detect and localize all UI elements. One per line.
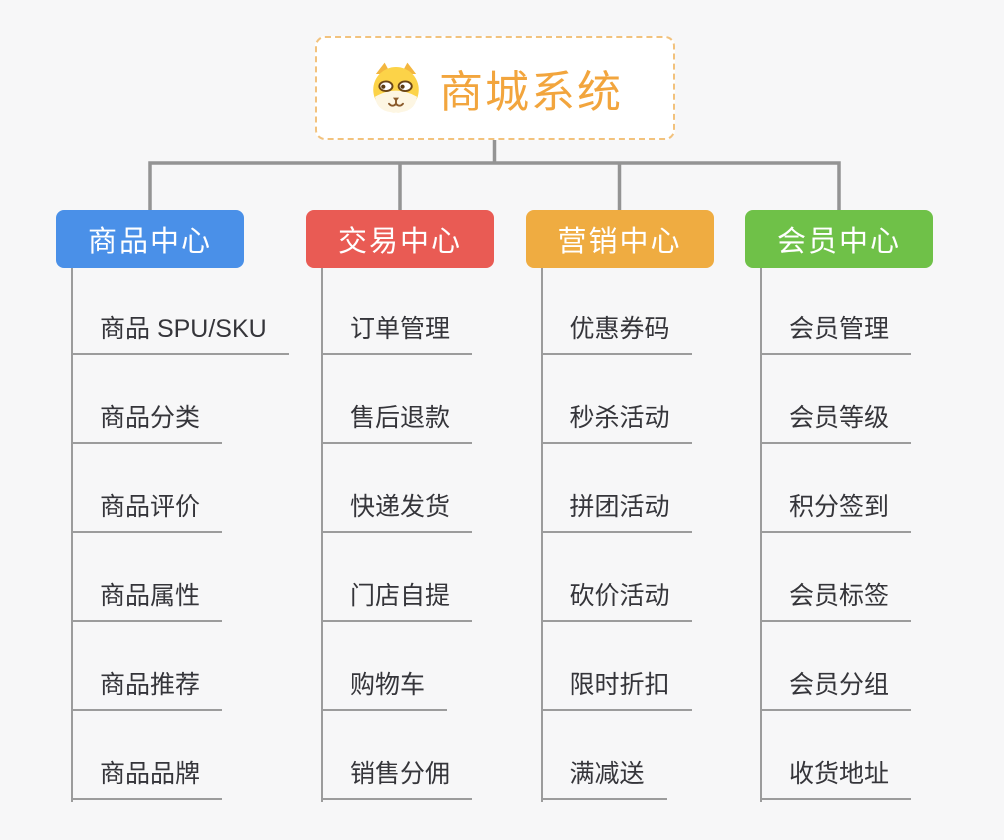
leaf-item-product-center-5[interactable]: 商品推荐 [72,667,223,711]
branch-trunk-line-trade-center [321,268,323,802]
branch-trunk-line-product-center [71,268,73,802]
branch-trunk-line-member-center [760,268,762,802]
leaf-item-member-center-5[interactable]: 会员分组 [761,667,912,711]
branch-header-trade-center[interactable]: 交易中心 [306,210,494,268]
branch-header-product-center[interactable]: 商品中心 [56,210,244,268]
leaf-item-trade-center-1[interactable]: 订单管理 [322,311,473,355]
leaf-item-marketing-center-4[interactable]: 砍价活动 [541,578,692,622]
leaf-item-product-center-3[interactable]: 商品评价 [72,489,223,533]
leaf-item-trade-center-5[interactable]: 购物车 [322,667,448,711]
leaf-item-member-center-1[interactable]: 会员管理 [761,311,912,355]
root-node[interactable]: 商城系统 [315,36,675,140]
leaf-item-member-center-4[interactable]: 会员标签 [761,578,912,622]
leaf-item-trade-center-2[interactable]: 售后退款 [322,400,473,444]
leaf-item-trade-center-4[interactable]: 门店自提 [322,578,473,622]
leaf-item-trade-center-6[interactable]: 销售分佣 [322,756,473,800]
dog-face-icon [373,62,419,113]
leaf-item-marketing-center-6[interactable]: 满减送 [541,756,667,800]
leaf-item-member-center-3[interactable]: 积分签到 [761,489,912,533]
leaf-item-marketing-center-5[interactable]: 限时折扣 [541,667,692,711]
tree-connector-path [148,140,841,210]
leaf-item-product-center-1[interactable]: 商品 SPU/SKU [72,311,289,355]
leaf-item-member-center-6[interactable]: 收货地址 [761,756,912,800]
leaf-item-trade-center-3[interactable]: 快递发货 [322,489,473,533]
root-node-title: 商城系统 [439,68,623,117]
leaf-item-marketing-center-2[interactable]: 秒杀活动 [541,400,692,444]
leaf-item-marketing-center-1[interactable]: 优惠券码 [541,311,692,355]
leaf-item-marketing-center-3[interactable]: 拼团活动 [541,489,692,533]
leaf-item-member-center-2[interactable]: 会员等级 [761,400,912,444]
branch-header-marketing-center[interactable]: 营销中心 [525,210,714,268]
branch-trunk-line-marketing-center [540,268,543,802]
leaf-item-product-center-6[interactable]: 商品品牌 [72,756,223,800]
leaf-item-product-center-4[interactable]: 商品属性 [72,578,223,622]
leaf-item-product-center-2[interactable]: 商品分类 [72,400,223,444]
branch-header-member-center[interactable]: 会员中心 [745,210,933,268]
